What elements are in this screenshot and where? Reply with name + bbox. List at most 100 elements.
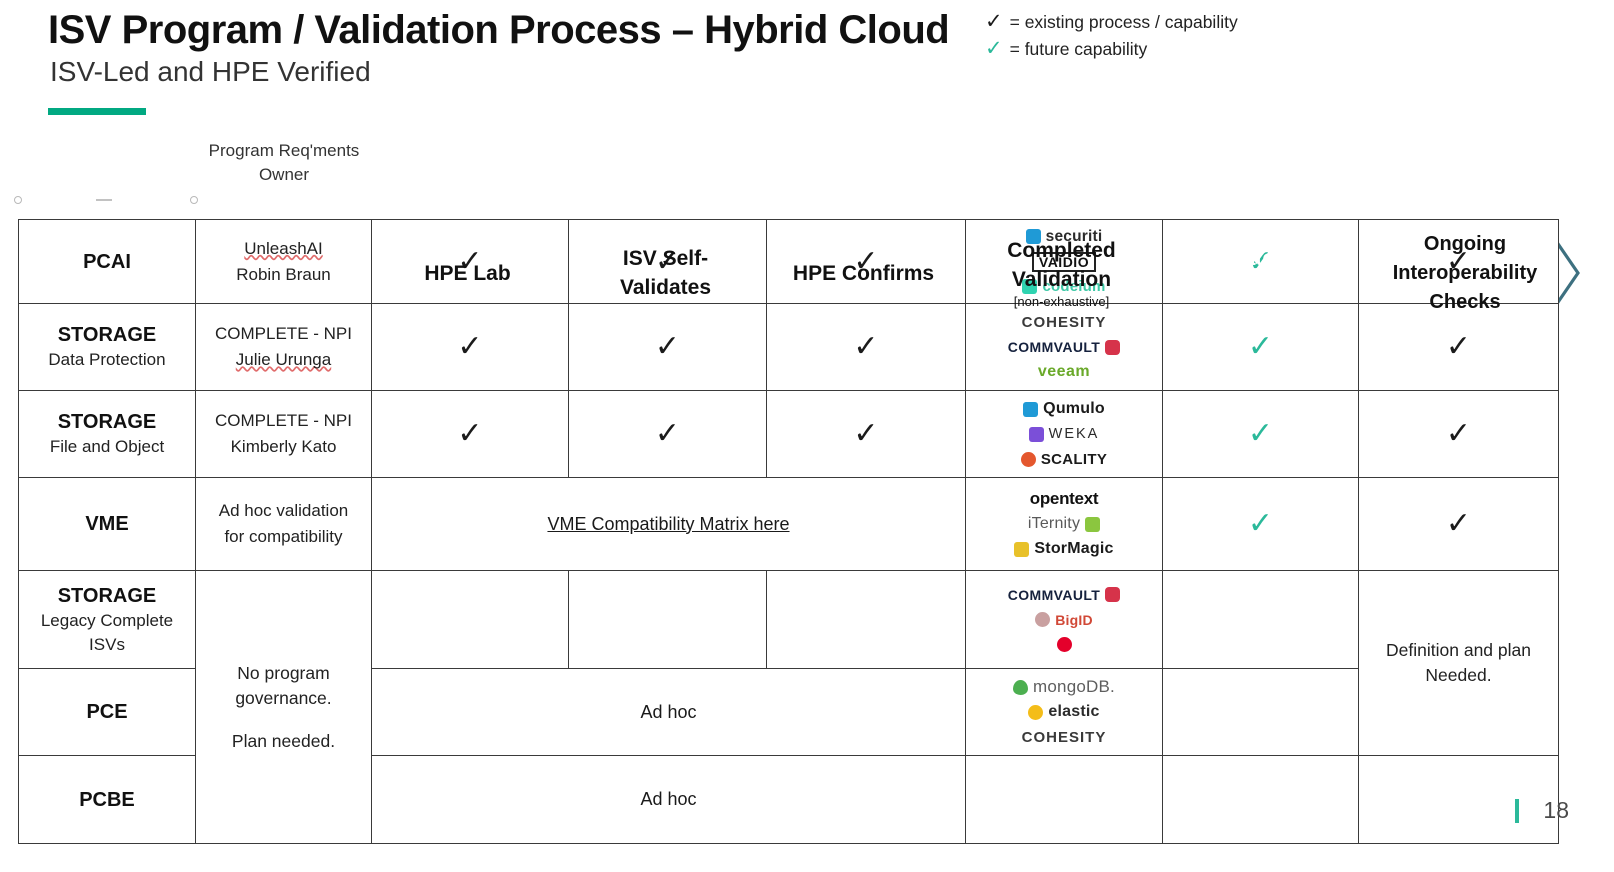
- cell-ongoing: ✓: [1358, 303, 1559, 391]
- check-icon: ✓: [1247, 330, 1274, 363]
- qumulo-mark-icon: [1023, 401, 1039, 417]
- cell-validated-mp: [1162, 570, 1359, 669]
- cell-isv-self: [568, 570, 767, 669]
- cell-ongoing: ✓: [1358, 219, 1559, 304]
- check-icon: ✓: [1247, 244, 1274, 278]
- logo-iternity: iTernity: [1028, 515, 1101, 534]
- header-owner-column: Program Req'ments Owner: [208, 141, 360, 184]
- cell-ongoing: ✓: [1358, 477, 1559, 571]
- chevron-ongoing-interoperability-checks[interactable]: Ongoing Interoperability Checks: [1350, 220, 1580, 326]
- cell-completed-validation-logos: opentext iTernity StorMagic: [965, 477, 1163, 571]
- row-category-pcai: PCAI: [18, 219, 196, 304]
- check-icon: ✓: [654, 244, 681, 278]
- cell-adhoc-span-pce: Ad hoc: [371, 668, 966, 756]
- commvault-mark-icon: [1105, 339, 1121, 355]
- check-icon: ✓: [1247, 417, 1274, 450]
- logo-f5: [1056, 635, 1072, 654]
- cell-hpe-confirms: ✓: [766, 390, 966, 478]
- mongodb-leaf-icon: [1013, 679, 1029, 695]
- table-row: PCE Ad hoc mongoDB. elastic: [18, 668, 1559, 756]
- cell-adhoc-span-pcbe: Ad hoc: [371, 755, 966, 844]
- logo-scality: SCALITY: [1020, 450, 1107, 469]
- check-icon: ✓: [654, 330, 681, 363]
- accent-bar: [48, 108, 146, 115]
- logo-cohesity: COHESITY: [1021, 728, 1107, 746]
- page-subtitle: ISV-Led and HPE Verified: [50, 56, 371, 87]
- check-icon: ✓: [985, 37, 1003, 60]
- cell-hpe-lab: [371, 570, 569, 669]
- cell-hpe-lab: ✓: [371, 219, 569, 304]
- cell-owner-no-governance: No program governance. Plan needed.: [195, 570, 372, 844]
- weka-mark-icon: [1028, 426, 1044, 442]
- table-row: PCAI UnleashAI Robin Braun ✓ ✓ ✓ securit…: [18, 219, 1559, 304]
- table-row: VME Ad hoc validation for compatibility …: [18, 477, 1559, 571]
- cell-validated-mp: [1162, 755, 1359, 844]
- check-icon: ✓: [457, 417, 483, 450]
- legend-item-future: ✓ = future capability: [985, 36, 1238, 63]
- row-owner-pcai: UnleashAI Robin Braun: [195, 219, 372, 304]
- row-owner-vme: Ad hoc validation for compatibility: [195, 477, 372, 571]
- cell-validated-mp: ✓: [1162, 477, 1359, 571]
- row-category-pcbe: PCBE: [18, 755, 196, 844]
- chevron-header-band: HPE Lab ISV Self-Validates HPE Confirms …: [0, 110, 1614, 326]
- check-icon: ✓: [853, 417, 879, 450]
- elastic-mark-icon: [1028, 704, 1044, 720]
- logo-veeam: veeam: [1037, 363, 1091, 380]
- selection-handle-left[interactable]: [14, 196, 22, 204]
- logo-weka: WEKA: [1028, 425, 1100, 444]
- check-icon: ✓: [1445, 244, 1472, 278]
- cell-isv-self: ✓: [568, 390, 767, 478]
- cell-isv-self: ✓: [568, 303, 767, 391]
- logo-vaidio: VAIDIO: [1031, 251, 1097, 272]
- row-category-storage-file-object: STORAGE File and Object: [18, 390, 196, 478]
- scality-mark-icon: [1020, 451, 1036, 467]
- logo-commvault: COMMVAULT: [1008, 585, 1121, 604]
- cell-completed-validation-logos: mongoDB. elastic COHESITY: [965, 668, 1163, 756]
- vme-compatibility-matrix-link[interactable]: VME Compatibility Matrix here: [547, 513, 790, 534]
- cell-completed-validation-logos: Qumulo WEKA SCALITY: [965, 390, 1163, 478]
- commvault-mark-icon: [1105, 587, 1121, 602]
- cell-hpe-lab: ✓: [371, 303, 569, 391]
- codeium-mark-icon: [1022, 279, 1038, 294]
- row-category-pce: PCE: [18, 668, 196, 756]
- logo-elastic: elastic: [1028, 703, 1099, 722]
- logo-bigid: BigID: [1035, 610, 1093, 629]
- cell-hpe-confirms: ✓: [766, 303, 966, 391]
- cell-ongoing: ✓: [1358, 390, 1559, 478]
- securiti-mark-icon: [1025, 229, 1041, 244]
- check-icon: ✓: [1445, 417, 1472, 450]
- table-row: PCBE Ad hoc: [18, 755, 1559, 844]
- table-row: STORAGE Data Protection COMPLETE - NPI J…: [18, 303, 1559, 391]
- page-title: ISV Program / Validation Process – Hybri…: [48, 8, 950, 52]
- logo-codeium: codeium: [1022, 277, 1105, 296]
- logo-opentext: opentext: [1029, 489, 1099, 508]
- logo-qumulo: Qumulo: [1023, 400, 1105, 419]
- logo-securiti: securiti: [1025, 227, 1103, 246]
- legend: ✓ = existing process / capability ✓ = fu…: [985, 9, 1238, 63]
- check-icon: ✓: [853, 330, 879, 363]
- cell-vme-compatibility-link-span[interactable]: VME Compatibility Matrix here: [371, 477, 966, 571]
- logo-mongodb: mongoDB.: [1013, 677, 1115, 697]
- cell-validated-mp: [1162, 668, 1359, 756]
- selection-handle-right[interactable]: [190, 196, 198, 204]
- cell-validated-mp: ✓: [1162, 390, 1359, 478]
- cell-completed-validation-logos: COMMVAULT BigID: [965, 570, 1163, 669]
- row-category-vme: VME: [18, 477, 196, 571]
- check-icon: ✓: [1445, 507, 1472, 540]
- logo-stormagic: StorMagic: [1014, 540, 1113, 559]
- f5-mark-icon: [1056, 637, 1072, 652]
- row-owner-storage-data-protection: COMPLETE - NPI Julie Urunga: [195, 303, 372, 391]
- cell-hpe-confirms: ✓: [766, 219, 966, 304]
- check-icon: ✓: [457, 330, 483, 363]
- bigid-mark-icon: [1035, 612, 1051, 627]
- selection-handle-mid[interactable]: [96, 199, 112, 201]
- cell-hpe-lab: ✓: [371, 390, 569, 478]
- check-icon: ✓: [654, 417, 681, 450]
- table-row: STORAGE Legacy Complete ISVs No program …: [18, 570, 1559, 844]
- iternity-mark-icon: [1085, 516, 1101, 532]
- cell-completed-validation-logos: [965, 755, 1163, 844]
- cell-ongoing-definition-needed: Definition and plan Needed.: [1358, 570, 1559, 756]
- logo-cohesity: COHESITY: [1021, 313, 1107, 331]
- page-number-tick-icon: [1515, 798, 1520, 823]
- page-number: 18: [1515, 797, 1569, 824]
